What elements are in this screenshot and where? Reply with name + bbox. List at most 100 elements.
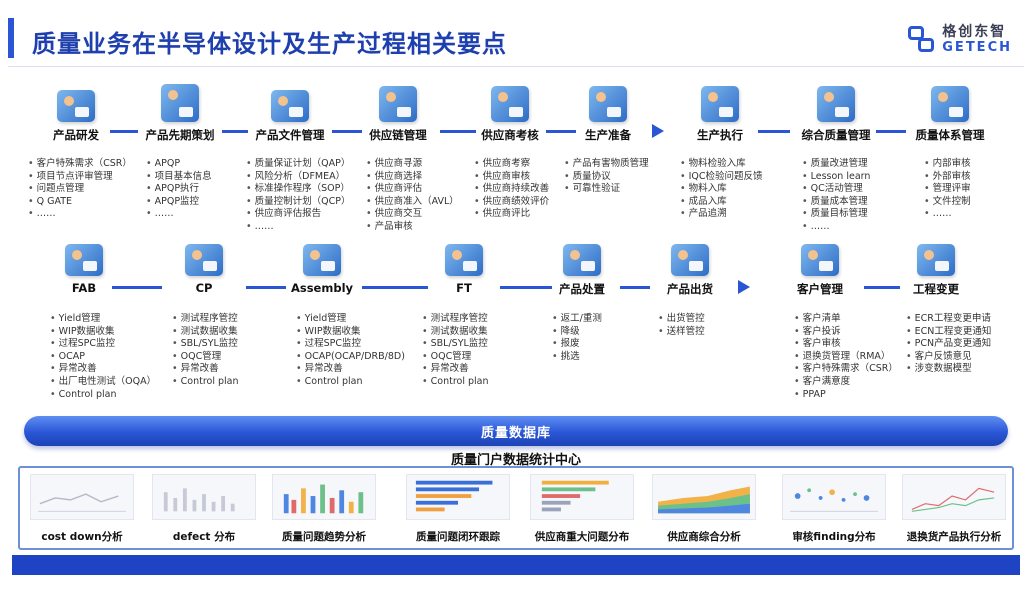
- boxes-icon: [445, 244, 483, 276]
- stage-label: 生产准备: [585, 128, 631, 142]
- list-item: Control plan: [50, 389, 156, 402]
- engineer-icon: [917, 244, 955, 276]
- list-integrated-quality: 质量改进管理 Lesson learn QC活动管理 质量成本管理 质量目标管理…: [802, 158, 871, 234]
- stage-label: 综合质量管理: [801, 128, 871, 142]
- list-item: ECR工程变更申请: [906, 313, 991, 326]
- list-item: PPAP: [794, 389, 898, 402]
- arrow-right-icon: [652, 124, 664, 138]
- clipboard-icon: [563, 244, 601, 276]
- list-item: OQC管理: [172, 351, 239, 364]
- connector-line: [546, 130, 576, 133]
- connector-line: [112, 286, 162, 289]
- list-item: ……: [246, 221, 350, 234]
- list-item: Control plan: [296, 376, 405, 389]
- team-icon: [379, 86, 417, 122]
- list-item: 挑选: [552, 351, 602, 364]
- list-item: 报废: [552, 338, 602, 351]
- connector-line: [500, 286, 552, 289]
- list-item: 供应商持续改善: [474, 183, 550, 196]
- stage-label: 产品先期策划: [145, 128, 215, 142]
- list-item: 供应商考察: [474, 158, 549, 171]
- connector-line: [620, 286, 650, 289]
- list-item: 产品有害物质管理: [564, 158, 649, 171]
- list-item: 物料检验入库: [680, 158, 763, 171]
- panel-label-issue-closure: 质量问题闭环跟踪: [416, 531, 500, 543]
- list-item: 供应商绩效评价: [474, 196, 550, 209]
- list-item: 客户审核: [794, 338, 898, 351]
- list-item: 产品审核: [366, 221, 459, 234]
- stage-ft: FT: [418, 244, 510, 295]
- panel-label-supplier-analysis: 供应商综合分析: [667, 531, 741, 543]
- document-stack-icon: [271, 90, 309, 122]
- list-item: ……: [802, 221, 870, 234]
- list-item: 文件控制: [924, 196, 971, 209]
- list-item: Control plan: [172, 376, 239, 389]
- list-item: 质量目标管理: [802, 208, 870, 221]
- list-item: 项目基本信息: [146, 171, 212, 184]
- panel-label-rma: 退换货产品执行分析: [906, 531, 1002, 543]
- list-item: 出货管控: [658, 313, 705, 326]
- computer-desk-icon: [65, 244, 103, 276]
- list-item: 异常改善: [172, 363, 239, 376]
- stage-label: 工程变更: [913, 282, 959, 296]
- list-item: 降级: [552, 326, 602, 339]
- stage-apqp: 产品先期策划: [134, 84, 226, 143]
- supplier-major-issue-thumbnail: [530, 474, 634, 520]
- stage-fab: FAB: [38, 244, 130, 295]
- list-item: 客户投诉: [794, 326, 898, 339]
- assembly-icon: [303, 244, 341, 276]
- list-item: OCAP(OCAP/DRB/8D): [296, 351, 405, 364]
- list-item: ……: [924, 208, 971, 221]
- list-item: 客户满意度: [794, 376, 898, 389]
- database-label: 质量数据库: [480, 425, 551, 441]
- list-item: SBL/SYL监控: [172, 338, 239, 351]
- shipping-box-icon: [671, 244, 709, 276]
- supplier-analysis-thumbnail: [652, 474, 756, 520]
- stage-label: 产品文件管理: [255, 128, 325, 142]
- stage-engineering-change: 工程变更: [890, 244, 982, 297]
- list-item: 供应商交互: [366, 208, 459, 221]
- list-item: 客户反馈意见: [906, 351, 991, 364]
- title-divider: [8, 66, 1024, 67]
- list-customer-management: 客户清单 客户投诉 客户审核 退换货管理（RMA） 客户特殊需求（CSR） 客户…: [794, 313, 898, 401]
- list-item: 测试数据收集: [422, 326, 489, 339]
- list-item: 外部审核: [924, 171, 971, 184]
- list-item: OQC管理: [422, 351, 489, 364]
- stage-label: 产品研发: [53, 128, 99, 142]
- portal-title: 质量门户数据统计中心: [450, 453, 581, 468]
- connector-line: [876, 130, 906, 133]
- stage-production-exec: 生产执行: [674, 86, 766, 143]
- list-item: APQP: [146, 158, 212, 171]
- issue-closure-thumbnail: [406, 474, 510, 520]
- stage-supplier-assessment: 供应商考核: [464, 86, 556, 143]
- list-item: 供应商评估报告: [246, 208, 350, 221]
- list-item: Yield管理: [50, 313, 156, 326]
- stage-customer-management: 客户管理: [774, 244, 866, 297]
- list-item: 异常改善: [50, 363, 156, 376]
- connector-line: [440, 130, 476, 133]
- list-assembly: Yield管理 WIP数据收集 过程SPC监控 OCAP(OCAP/DRB/8D…: [296, 313, 405, 389]
- panel-label-audit-finding: 审核finding分布: [792, 531, 876, 543]
- list-item: 客户清单: [794, 313, 898, 326]
- list-item: WIP数据收集: [296, 326, 405, 339]
- list-item: 供应商审核: [474, 171, 549, 184]
- panel-label-cost-down: cost down分析: [41, 531, 123, 543]
- list-item: 测试数据收集: [172, 326, 239, 339]
- list-item: WIP数据收集: [50, 326, 156, 339]
- delivery-icon: [589, 86, 627, 122]
- stage-product-rd: 产品研发: [30, 90, 122, 143]
- customer-icon: [801, 244, 839, 276]
- brand-mark-icon: [908, 24, 936, 56]
- issue-trend-thumbnail: [272, 474, 376, 520]
- stage-label: 质量体系管理: [915, 128, 985, 142]
- list-item: 供应商评比: [474, 208, 549, 221]
- list-item: 异常改善: [296, 363, 405, 376]
- list-item: 返工/重测: [552, 313, 602, 326]
- brand-name-en: GETECH: [942, 39, 1012, 55]
- panel-label-supplier-major: 供应商重大问题分布: [534, 531, 630, 543]
- list-item: OCAP: [50, 351, 156, 364]
- list-item: Lesson learn: [802, 171, 871, 184]
- truck-icon: [701, 86, 739, 122]
- presentation-icon: [817, 86, 855, 122]
- list-item: 质量控制计划（QCP）: [246, 196, 351, 209]
